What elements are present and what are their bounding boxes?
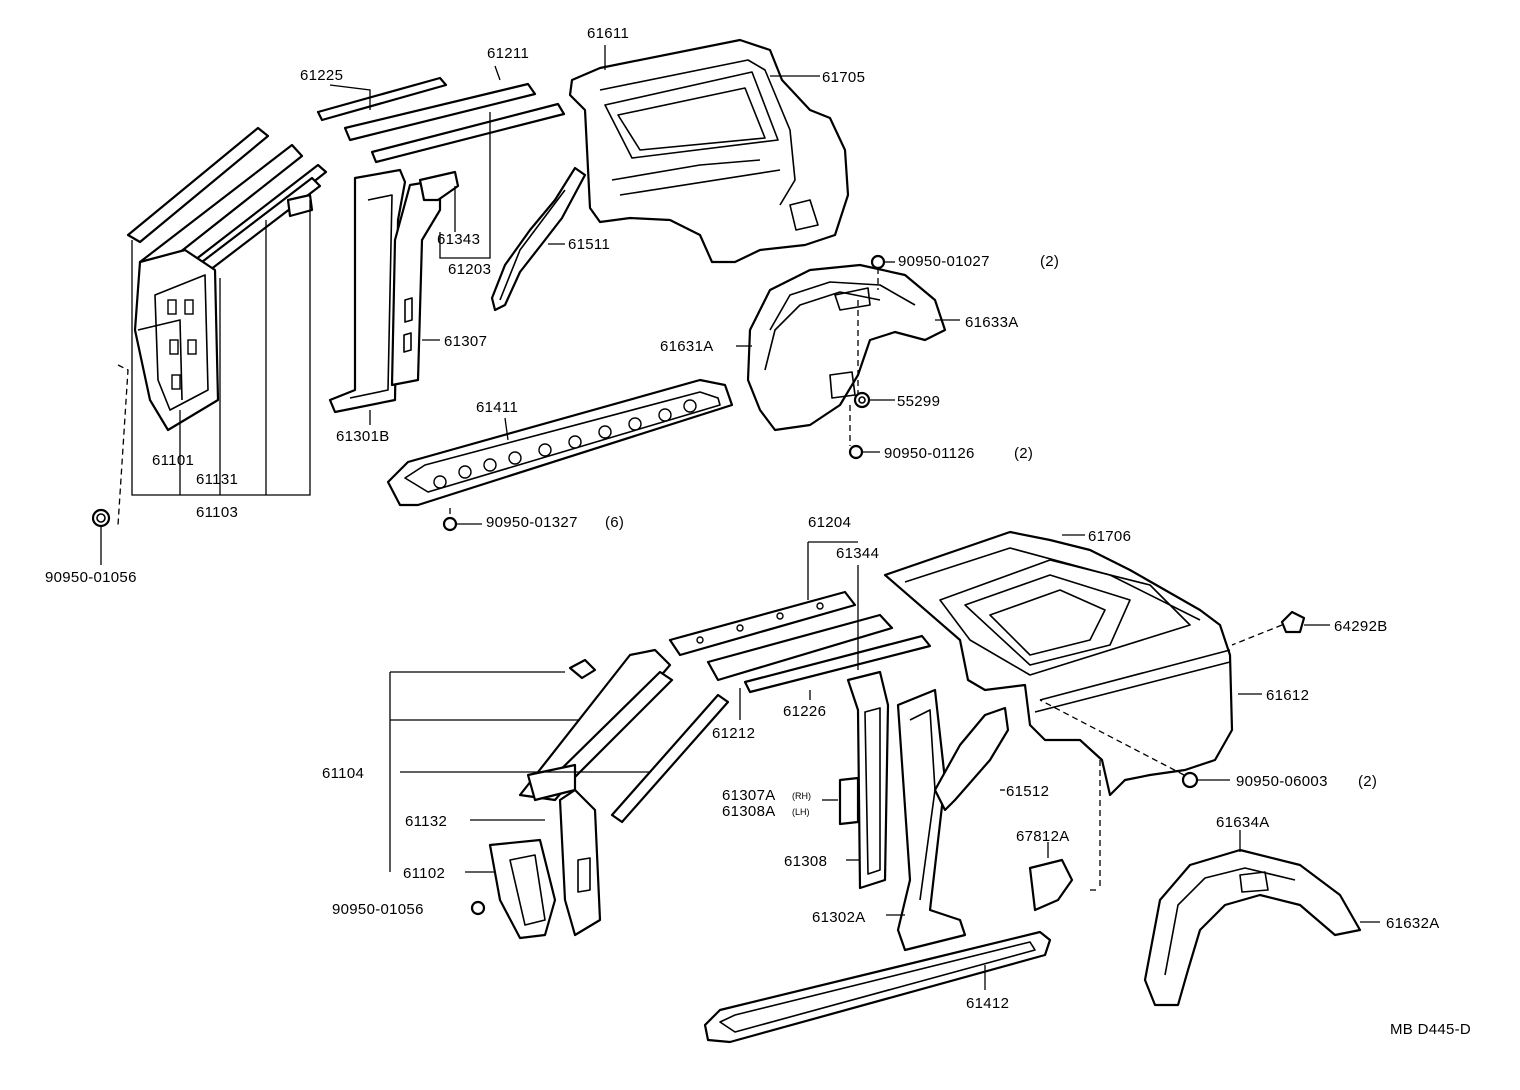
- label-61103: 61103: [196, 504, 238, 521]
- label-61612: 61612: [1266, 687, 1309, 704]
- rocker-61412: [703, 930, 1052, 1044]
- front-pillar-assembly-upper: [126, 126, 328, 432]
- label-61411: 61411: [476, 399, 518, 416]
- diagram-id: MB D445-D: [1390, 1021, 1471, 1038]
- label-61631A: 61631A: [660, 338, 714, 355]
- label-61308A: 61308A: [722, 803, 776, 820]
- qty-90950-01027: (2): [1040, 253, 1059, 270]
- wheelhouse-lower: [1143, 830, 1380, 1007]
- clips-lower-right: [1039, 610, 1330, 789]
- label-61211: 61211: [487, 45, 529, 62]
- label-61634A: 61634A: [1216, 814, 1270, 831]
- label-61307A: 61307A: [722, 787, 776, 804]
- label-61226: 61226: [783, 703, 826, 720]
- quarter-panel-lower: [883, 530, 1262, 891]
- center-pillar-lower: [822, 670, 1010, 952]
- label-61511: 61511: [568, 236, 610, 253]
- label-61632A: 61632A: [1386, 915, 1440, 932]
- quarter-panel-upper: [568, 38, 850, 264]
- label-61132: 61132: [405, 813, 447, 830]
- fasteners-upper-right: [848, 254, 895, 460]
- roof-rails-upper: [316, 65, 566, 164]
- wheelhouse-upper: [736, 263, 960, 432]
- label-61104: 61104: [322, 765, 364, 782]
- label-90950-06003: 90950-06003: [1236, 773, 1328, 790]
- bracket-67812A: [1028, 842, 1074, 912]
- label-90950-01126: 90950-01126: [884, 445, 975, 462]
- label-90950-01056-lower: 90950-01056: [332, 901, 424, 918]
- side-61308A: (LH): [792, 807, 810, 817]
- label-61225: 61225: [300, 67, 343, 84]
- label-67812A: 67812A: [1016, 828, 1070, 845]
- center-pillar-upper: [328, 112, 491, 425]
- label-61611: 61611: [587, 25, 629, 42]
- qty-90950-06003: (2): [1358, 773, 1377, 790]
- label-64292B: 64292B: [1334, 618, 1388, 635]
- qty-90950-01126: (2): [1014, 445, 1033, 462]
- label-90950-01056-left: 90950-01056: [45, 569, 137, 586]
- label-61101: 61101: [152, 452, 194, 469]
- label-61512: 61512: [1006, 783, 1049, 800]
- label-61204: 61204: [808, 514, 851, 531]
- label-61131: 61131: [196, 471, 238, 488]
- qty-90950-01327: (6): [605, 514, 624, 531]
- label-90950-01327: 90950-01327: [486, 514, 578, 531]
- wheel-arch-61511: [490, 166, 587, 312]
- label-61343: 61343: [437, 231, 480, 248]
- label-90950-01027: 90950-01027: [898, 253, 990, 270]
- label-61705: 61705: [822, 69, 865, 86]
- roof-rails-lower: [668, 541, 932, 720]
- label-61203: 61203: [448, 261, 491, 278]
- label-61212: 61212: [712, 725, 755, 742]
- label-61302A: 61302A: [812, 909, 866, 926]
- label-61308: 61308: [784, 853, 827, 870]
- part-labels: 61225 61211 61611 61705 61343 61203 6151…: [45, 25, 1471, 1038]
- label-61307: 61307: [444, 333, 487, 350]
- label-61412: 61412: [966, 995, 1009, 1012]
- side-61307A: (RH): [792, 791, 811, 801]
- label-61344: 61344: [836, 545, 879, 562]
- label-55299: 55299: [897, 393, 940, 410]
- nut-90950-01056-left: [91, 508, 111, 565]
- leaders-front-pillar-upper: [117, 200, 311, 526]
- front-pillar-assembly-lower: [389, 648, 730, 940]
- label-61706: 61706: [1088, 528, 1131, 545]
- rocker-61411: [386, 378, 734, 532]
- label-61633A: 61633A: [965, 314, 1019, 331]
- label-61301B: 61301B: [336, 428, 390, 445]
- label-61102: 61102: [403, 865, 445, 882]
